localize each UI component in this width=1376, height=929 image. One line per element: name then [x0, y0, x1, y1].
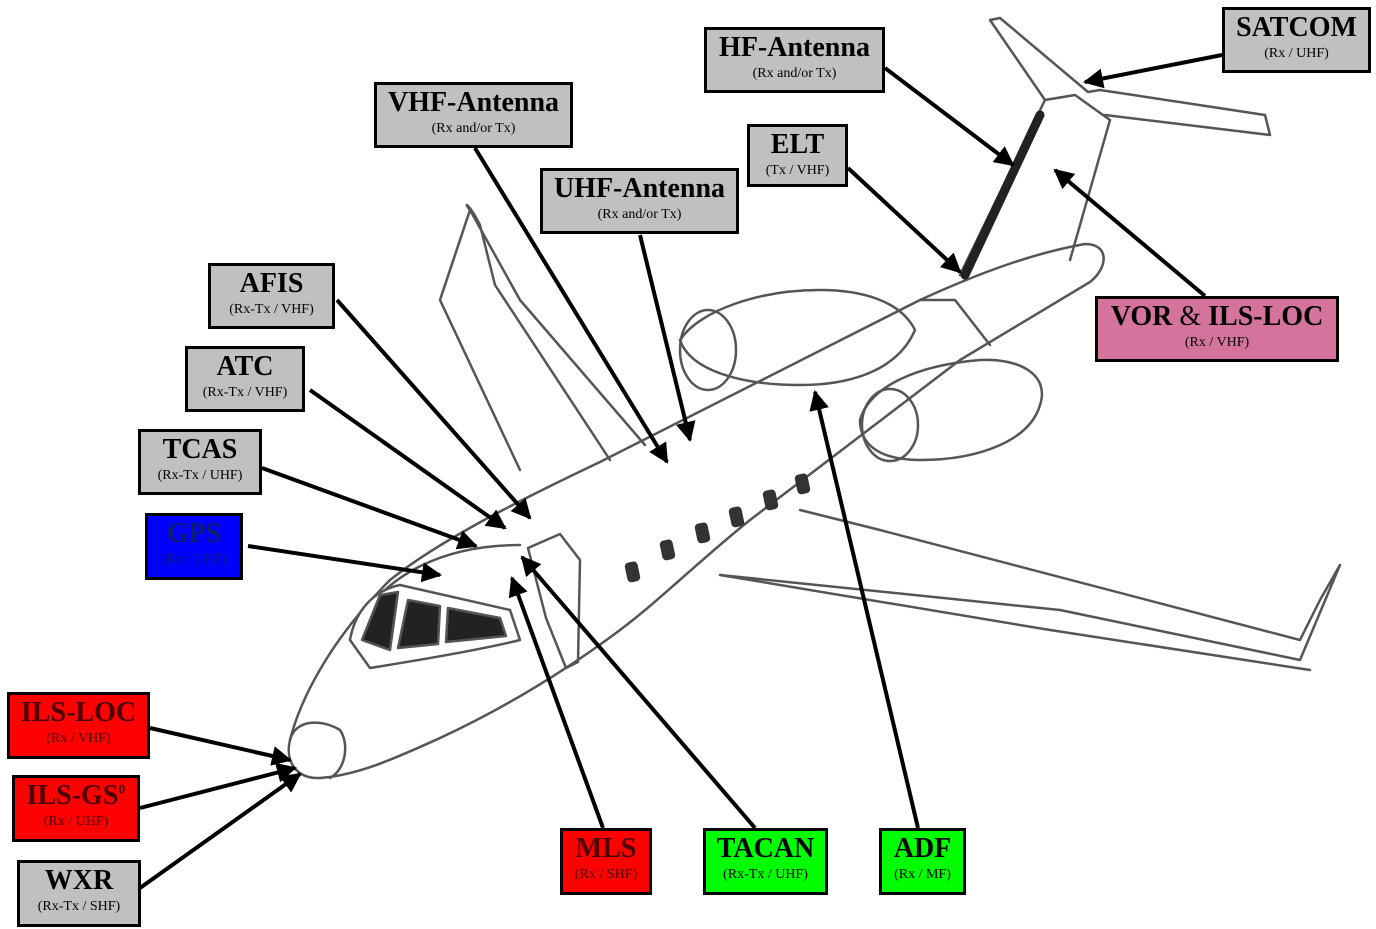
label-title: ILS-GS0 — [21, 782, 131, 810]
label-atc: ATC (Rx-Tx / VHF) — [185, 346, 305, 412]
label-subtitle: (Rx / SHF) — [574, 867, 638, 882]
label-afis: AFIS (Rx-Tx / VHF) — [208, 263, 335, 329]
label-uhf-antenna: UHF-Antenna (Rx and/or Tx) — [540, 168, 739, 234]
near-wing — [718, 508, 1342, 662]
arrow-hf — [883, 66, 1015, 167]
label-title: AFIS — [239, 268, 304, 299]
label-title: HF-Antenna — [719, 32, 870, 63]
label-title-part-b: ILS-LOC — [1208, 301, 1324, 332]
label-subtitle: (Tx / VHF) — [765, 163, 830, 178]
label-title: ILS-LOC — [20, 697, 137, 728]
label-title: ATC — [216, 351, 274, 382]
label-title: TCAS — [162, 434, 238, 465]
label-subtitle: (Rx and/or Tx) — [597, 207, 682, 222]
arrow-adf — [809, 390, 920, 829]
engine-upper — [678, 288, 917, 387]
label-title: SATCOM — [1236, 12, 1357, 43]
label-title-part-a: VOR — [1110, 301, 1173, 332]
arrow-wxr — [138, 772, 302, 890]
arrow-vor — [1053, 168, 1207, 298]
label-tacan: TACAN (Rx-Tx / UHF) — [703, 828, 828, 895]
label-ils-loc: ILS-LOC (Rx / VHF) — [7, 692, 150, 759]
label-elt: ELT (Tx / VHF) — [747, 124, 848, 187]
label-mls: MLS (Rx / SHF) — [560, 828, 652, 895]
arrow-tcas — [261, 466, 478, 550]
arrow-ils-gs — [139, 762, 297, 810]
arrow-afis — [335, 298, 532, 520]
label-tcas: TCAS (Rx-Tx / UHF) — [138, 429, 262, 495]
label-subtitle: (Rx / VHF) — [1184, 335, 1250, 350]
nose-cap — [288, 721, 347, 780]
horizontal-stabilizer — [988, 16, 1272, 137]
label-title: TACAN — [716, 833, 815, 864]
arrow-satcom — [1083, 53, 1223, 89]
label-subtitle: (Rx and/or Tx) — [431, 121, 516, 136]
label-hf-antenna: HF-Antenna (Rx and/or Tx) — [704, 27, 885, 93]
arrow-gps — [247, 544, 442, 583]
label-vhf-antenna: VHF-Antenna (Rx and/or Tx) — [374, 82, 573, 148]
label-adf: ADF (Rx / MF) — [879, 828, 966, 895]
label-satcom: SATCOM (Rx / UHF) — [1222, 7, 1371, 73]
label-subtitle: (Rx-Tx / VHF) — [229, 302, 314, 317]
label-subtitle: (Rx / MF) — [894, 867, 951, 882]
label-title-text: ILS-GS — [26, 780, 119, 811]
label-title: VHF-Antenna — [387, 87, 560, 118]
arrow-tacan — [520, 555, 757, 830]
arrow-mls — [508, 576, 605, 829]
label-title: ELT — [770, 129, 825, 160]
label-subtitle: (Rx-Tx / UHF) — [723, 867, 808, 882]
label-title: ADF — [893, 833, 952, 864]
label-subtitle: (Rx / UHF) — [43, 814, 109, 829]
arrow-atc — [308, 388, 507, 530]
label-subtitle: (Rx / UHF) — [161, 552, 227, 567]
label-subtitle: (Rx and/or Tx) — [752, 66, 837, 81]
label-title-sup: 0 — [118, 782, 126, 798]
label-title: GPS — [166, 518, 222, 549]
cabin-windows — [624, 473, 811, 583]
label-title: VOR & ILS-LOC — [1104, 303, 1330, 331]
arrow-uhf — [638, 234, 696, 442]
label-title: WXR — [44, 865, 114, 896]
label-title-amp: & — [1179, 301, 1202, 332]
arrow-vhf — [473, 146, 669, 464]
label-subtitle: (Rx-Tx / VHF) — [202, 385, 288, 400]
arrow-ils-loc — [149, 726, 292, 766]
label-ils-gs: ILS-GS0 (Rx / UHF) — [12, 775, 140, 842]
arrow-elt — [846, 166, 962, 274]
label-vor-ils-loc: VOR & ILS-LOC (Rx / VHF) — [1095, 296, 1339, 362]
label-title: MLS — [575, 833, 637, 864]
label-subtitle: (Rx-Tx / SHF) — [37, 899, 121, 914]
label-wxr: WXR (Rx-Tx / SHF) — [17, 860, 141, 927]
label-title: UHF-Antenna — [553, 173, 726, 204]
label-gps: GPS (Rx / UHF) — [145, 513, 243, 580]
label-subtitle: (Rx / UHF) — [1264, 46, 1329, 61]
cabin-door — [526, 532, 582, 670]
label-subtitle: (Rx-Tx / UHF) — [157, 468, 243, 483]
label-subtitle: (Rx / VHF) — [46, 731, 111, 746]
